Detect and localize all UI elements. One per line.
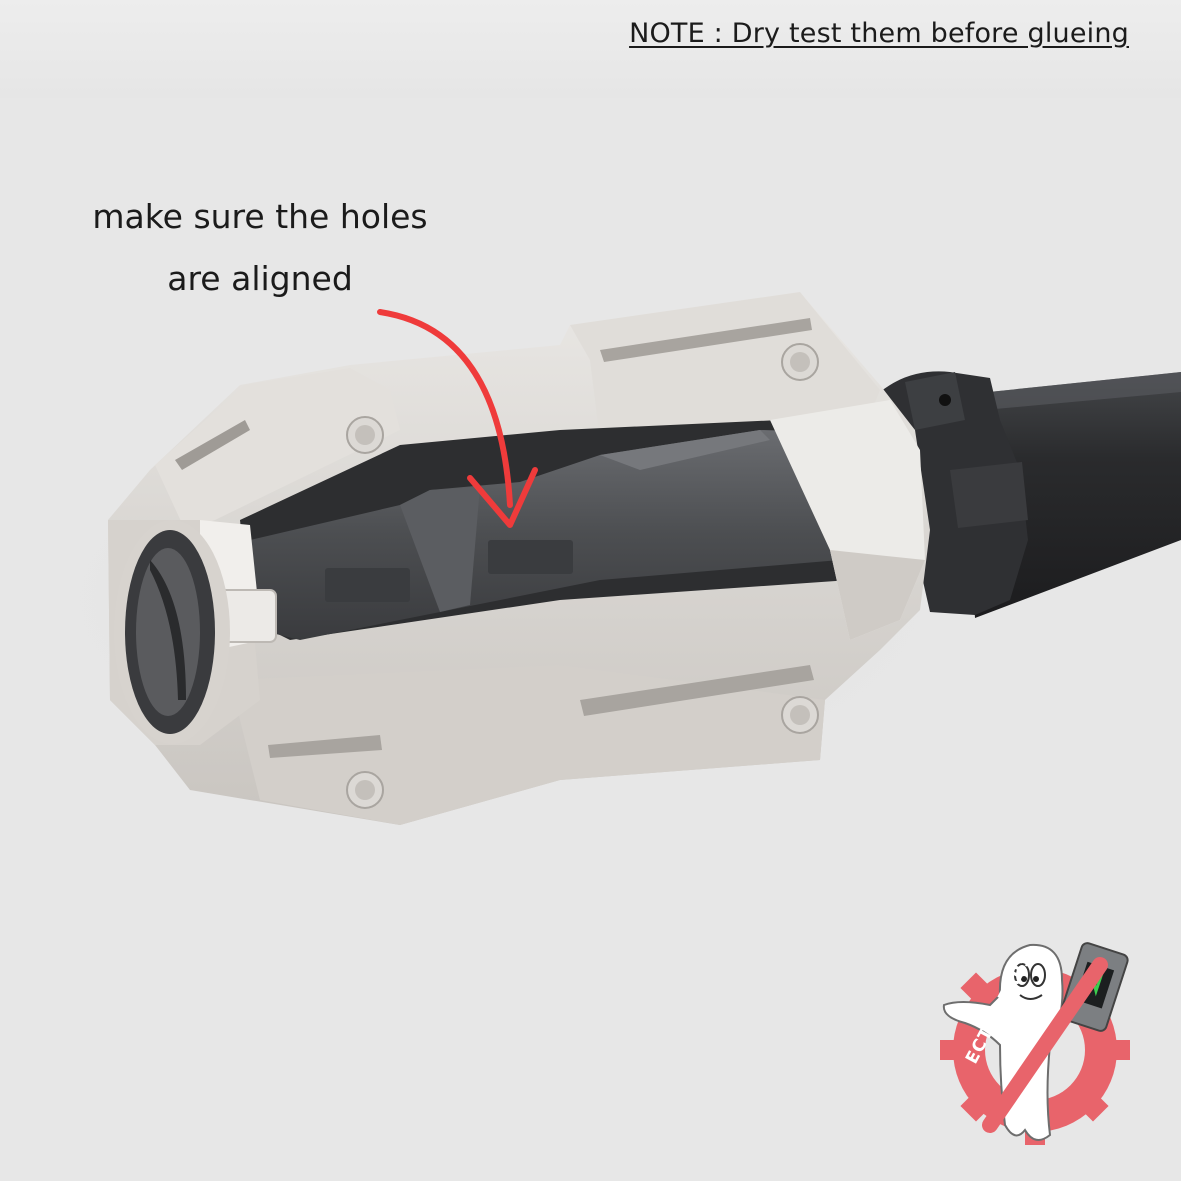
ghost-gear-logo-icon (940, 942, 1130, 1145)
alignment-hole-2 (488, 540, 573, 574)
callout-line-2: are aligned (167, 259, 353, 298)
alignment-callout: make sure the holes are aligned (60, 186, 460, 310)
alignment-hole-1 (325, 568, 410, 602)
inner-sleeve (250, 430, 885, 640)
red-arrow-icon (377, 309, 538, 528)
slash-icon (982, 957, 1108, 1133)
screw-2 (781, 343, 819, 381)
assembly-note: NOTE : Dry test them before glueing (629, 18, 1129, 49)
housing-rear-ring (770, 400, 925, 640)
screw-3 (346, 771, 384, 809)
screw-4 (781, 696, 819, 734)
ghost-icon (942, 943, 1064, 1141)
screw-1 (346, 416, 384, 454)
muzzle-opening (114, 520, 230, 744)
screw-heads (346, 343, 819, 809)
callout-line-1: make sure the holes (92, 197, 428, 236)
header-band (0, 0, 1181, 98)
